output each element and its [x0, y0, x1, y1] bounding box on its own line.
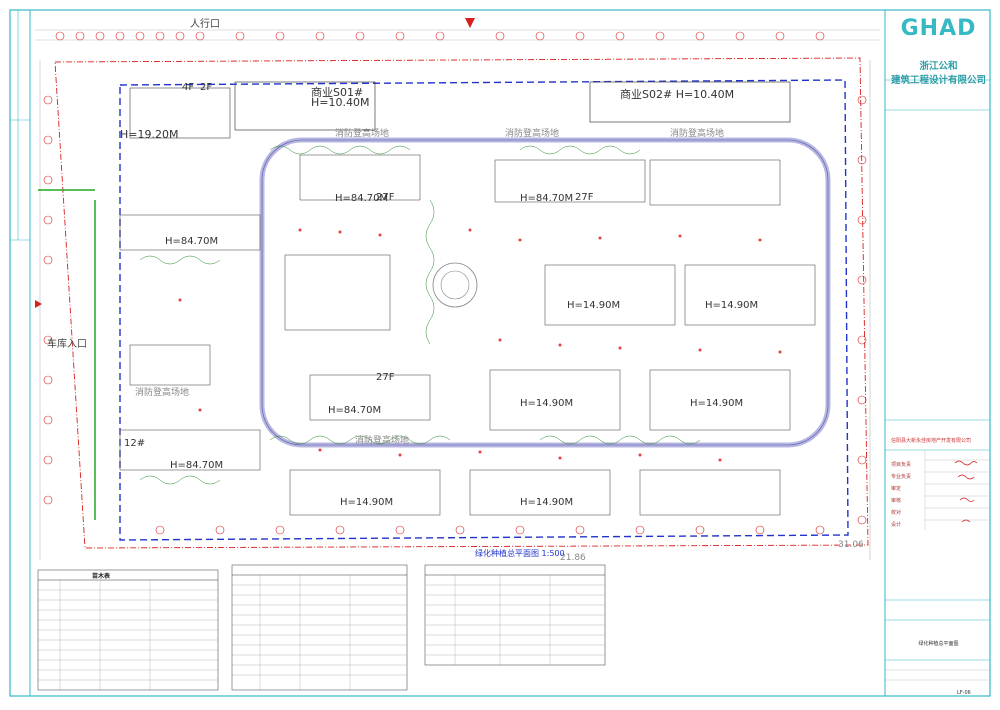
- floor-label-27f-a: 27F: [376, 192, 395, 203]
- fire-area-label-4: 消防登高场地: [355, 436, 410, 446]
- tb-row-4: 校对: [891, 510, 902, 516]
- firm-name-line1: 浙江公和: [919, 61, 958, 72]
- garage-entry-label: 车库入口: [47, 339, 87, 350]
- floor-label-27f-c: 27F: [376, 372, 395, 383]
- tb-row-0: 项目负责: [891, 462, 912, 468]
- commercial-s01-label: 商业S01#: [311, 86, 364, 99]
- firm-name-line2: 建筑工程设计有限公司: [890, 75, 986, 86]
- drawing-frame: [29, 9, 886, 697]
- building-height-3: H=84.70M: [520, 193, 574, 204]
- building-blue-line: [119, 79, 849, 541]
- tb-row-5: 设计: [891, 522, 902, 528]
- firm-name: 浙江公和 建筑工程设计有限公司: [887, 60, 990, 88]
- building-height-11: H=14.90M: [340, 497, 394, 508]
- fire-area-label-1: 消防登高场地: [335, 129, 390, 139]
- sheet-number: LF-06: [957, 690, 971, 696]
- north-arrow: [465, 18, 475, 28]
- tb-row-2: 审定: [891, 486, 902, 492]
- plant-legend-tables: [37, 564, 606, 691]
- building-height-7: H=14.90M: [567, 300, 621, 311]
- building-height-4: H=84.70M: [165, 236, 219, 247]
- property-red-line: [54, 57, 869, 549]
- fire-area-label-2: 消防登高场地: [505, 129, 560, 139]
- title-block-grid: [885, 79, 990, 661]
- firm-logo: GHAD: [900, 16, 977, 41]
- legend-title: 苗木表: [92, 573, 111, 580]
- signatures: [954, 460, 978, 523]
- client-name: 信阳县大新永佳房地产开发有限公司: [891, 438, 972, 444]
- shrub-clusters: [139, 145, 701, 485]
- building-height-10: H=14.90M: [690, 398, 744, 409]
- commercial-s02-label: 商业S02# H=10.40M: [620, 88, 735, 101]
- floor-label-2f: 2F: [200, 82, 213, 93]
- title-block: GHAD 浙江公和 建筑工程设计有限公司 信阳县大新永佳房地产开发有限公司 项目…: [887, 10, 990, 696]
- fire-area-label-5: 消防登高场地: [135, 388, 190, 398]
- commercial-s01-outline: [234, 81, 376, 131]
- building-height-6: H=84.70M: [170, 460, 224, 471]
- elevation-label-2: 31.06: [838, 540, 864, 550]
- legend-rows: [38, 575, 605, 690]
- tb-row-1: 专业负责: [891, 474, 912, 480]
- drawing-title: 绿化种植总平面图: [918, 641, 959, 647]
- tree-dots: [178, 228, 782, 462]
- building-height-1: H=19.20M: [120, 128, 179, 141]
- drawing-caption: 绿化种植总平面图 1:500: [475, 549, 565, 558]
- main-entry-label: 人行口: [190, 19, 220, 30]
- floor-label-27f-b: 27F: [575, 192, 594, 203]
- commercial-s02-outline: [589, 81, 791, 123]
- building-height-5: H=84.70M: [328, 405, 382, 416]
- building-height-9: H=14.90M: [520, 398, 574, 409]
- floor-label-4f: 4F: [182, 82, 195, 93]
- elevation-label-1: 21.86: [560, 553, 586, 563]
- perimeter-tree-markers: [43, 31, 867, 535]
- building-height-2: H=84.70M: [335, 193, 389, 204]
- commercial-s01-height: H=10.40M: [311, 96, 370, 109]
- building-outlines: [119, 154, 816, 516]
- building-height-8: H=14.90M: [705, 300, 759, 311]
- building-height-12: H=14.90M: [520, 497, 574, 508]
- fire-area-label-3: 消防登高场地: [670, 129, 725, 139]
- tb-row-3: 审核: [891, 498, 902, 504]
- building-number-12: 12#: [124, 438, 146, 449]
